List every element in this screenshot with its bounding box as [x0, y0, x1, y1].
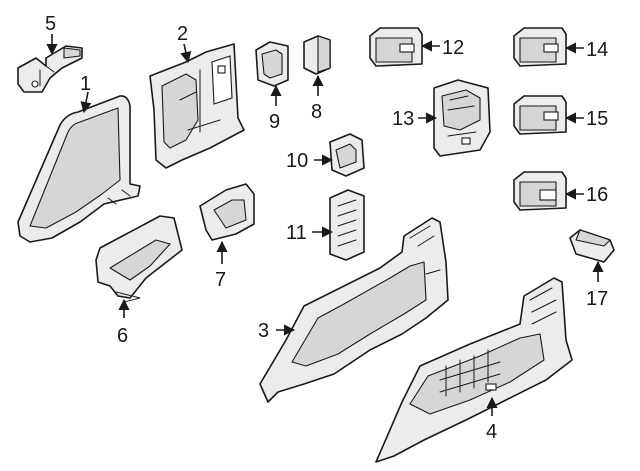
part-7-bracket — [199, 183, 255, 241]
callout-12: 12 — [442, 37, 464, 59]
part-2-upper-trim — [149, 43, 245, 169]
part-17-block — [569, 229, 615, 263]
leader-lines — [46, 34, 604, 416]
callout-9: 9 — [269, 111, 280, 133]
leader-1 — [80, 91, 92, 114]
part-10-connector — [329, 133, 365, 177]
callout-numbers: 1 2 3 4 5 6 7 8 9 10 11 12 13 14 15 16 1… — [45, 13, 608, 443]
part-16-relay — [513, 171, 567, 211]
callout-1: 1 — [80, 73, 91, 95]
callout-7: 7 — [215, 269, 226, 291]
callout-8: 8 — [311, 101, 322, 123]
part-14-relay — [513, 27, 567, 67]
part-4-lower-trim — [375, 277, 573, 463]
part-8-clip — [303, 35, 331, 75]
callout-11: 11 — [286, 222, 307, 244]
leader-2 — [180, 43, 192, 64]
callout-17: 17 — [586, 288, 608, 310]
part-11-connector — [329, 189, 365, 261]
part-9-clip — [255, 41, 289, 87]
callout-4: 4 — [486, 421, 497, 443]
callout-10: 10 — [286, 150, 308, 172]
part-6-lower-bracket — [95, 215, 183, 303]
callout-16: 16 — [586, 184, 608, 206]
callout-2: 2 — [177, 23, 188, 45]
callout-6: 6 — [117, 325, 128, 347]
part-15-relay — [513, 95, 567, 135]
part-13-module — [433, 79, 491, 157]
callout-5: 5 — [45, 13, 56, 35]
callout-13: 13 — [392, 108, 414, 130]
callout-15: 15 — [586, 108, 608, 130]
part-5-bracket — [17, 45, 83, 93]
part-3-trunk-trim — [259, 217, 449, 403]
part-1-side-panel — [17, 95, 141, 243]
callout-14: 14 — [586, 39, 608, 61]
part-12-relay — [369, 27, 423, 67]
callout-3: 3 — [258, 320, 269, 342]
